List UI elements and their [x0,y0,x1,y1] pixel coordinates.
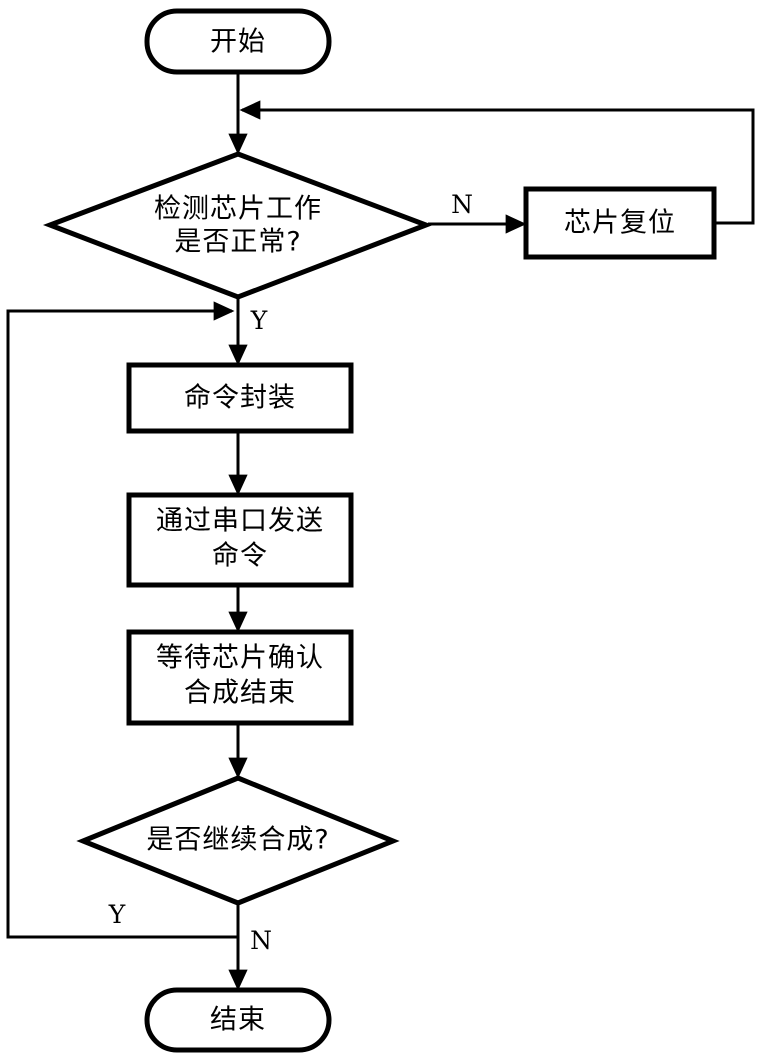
check-chip-label-line1: 检测芯片工作 [154,194,322,225]
send-cmd-label-line2: 命令 [212,541,268,572]
chip-reset-label: 芯片复位 [564,208,676,239]
edge-label-y-check: Y [250,306,268,335]
node-chip-reset[interactable]: 芯片复位 [523,186,717,260]
node-send-cmd[interactable]: 通过串口发送 命令 [126,492,354,588]
node-end[interactable]: 结束 [144,987,332,1053]
check-chip-label-line2: 是否正常? [174,227,301,258]
send-cmd-label-line1: 通过串口发送 [156,506,324,537]
continue-synth-label: 是否继续合成? [146,825,329,856]
edge-reset-loop-back [239,100,755,225]
check-chip-shape [42,151,434,300]
node-cmd-package[interactable]: 命令封装 [126,362,354,434]
edge-continue-yes-loop [6,301,238,939]
edge-label-y-continue: Y [108,900,126,929]
node-continue-synth[interactable]: 是否继续合成? [76,775,400,906]
edge-label-n-continue: N [250,926,272,955]
node-wait-confirm[interactable]: 等待芯片确认 合成结束 [126,629,354,726]
cmd-package-shape [126,362,354,434]
send-cmd-shape [126,492,354,588]
chip-reset-shape [523,186,717,260]
end-label: 结束 [210,1005,266,1036]
cmd-package-label: 命令封装 [184,383,296,414]
node-start[interactable]: 开始 [144,8,332,75]
continue-synth-shape [76,775,400,906]
wait-confirm-label-line2: 合成结束 [184,678,296,709]
start-label: 开始 [210,27,266,58]
wait-confirm-label-line1: 等待芯片确认 [156,643,324,674]
wait-confirm-shape [126,629,354,726]
edge-label-n-reset: N [451,190,473,219]
end-shape [144,987,332,1053]
node-check-chip[interactable]: 检测芯片工作 是否正常? [42,151,434,300]
start-shape [144,8,332,75]
